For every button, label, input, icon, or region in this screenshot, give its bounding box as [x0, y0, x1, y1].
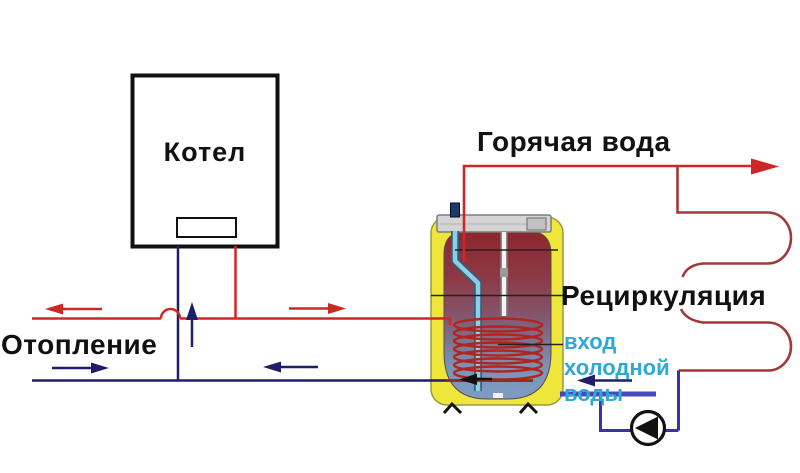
- sensor-pipe-band: [500, 268, 508, 277]
- tank-inner-vessel: [443, 230, 552, 400]
- recirculation-pipe-upper: [676, 166, 793, 278]
- heating-label: Отопление: [1, 329, 158, 360]
- pipe-bridge-icon: [159, 307, 182, 319]
- flow-arrow-icon: [91, 362, 109, 374]
- hot-water-flow-arrow-icon: [751, 158, 779, 175]
- boiler-label: Котел: [163, 137, 247, 167]
- tank-foot-left: [442, 401, 463, 415]
- flow-arrow-icon: [328, 303, 346, 314]
- flow-arrow-icon: [186, 302, 198, 320]
- flow-arrow-icon: [577, 374, 595, 387]
- hot-water-label: Горячая вода: [477, 126, 671, 157]
- recirculation-pipe-lower: [678, 308, 793, 372]
- heating-supply-pipe-right: [180, 317, 452, 325]
- tank-foot-right: [518, 401, 539, 415]
- dip-tube: [452, 231, 481, 391]
- flow-arrow-icon: [459, 373, 477, 385]
- hot-water-pipe: [462, 164, 756, 262]
- tank-lid-fitting: [526, 217, 547, 231]
- heat-exchanger-coil: [452, 317, 544, 381]
- flow-arrow-icon: [45, 303, 63, 315]
- tank-drain-notch: [493, 393, 503, 398]
- pump-icon: [629, 409, 667, 447]
- cold-inlet-stub: [450, 202, 460, 218]
- cold-water-inlet-label: вход холодной воды: [564, 329, 670, 406]
- boiler-burner-port: [176, 217, 237, 238]
- recirculation-label: Рециркуляция: [561, 280, 767, 311]
- flow-arrows: [45, 302, 632, 387]
- flow-arrow-icon: [263, 361, 281, 373]
